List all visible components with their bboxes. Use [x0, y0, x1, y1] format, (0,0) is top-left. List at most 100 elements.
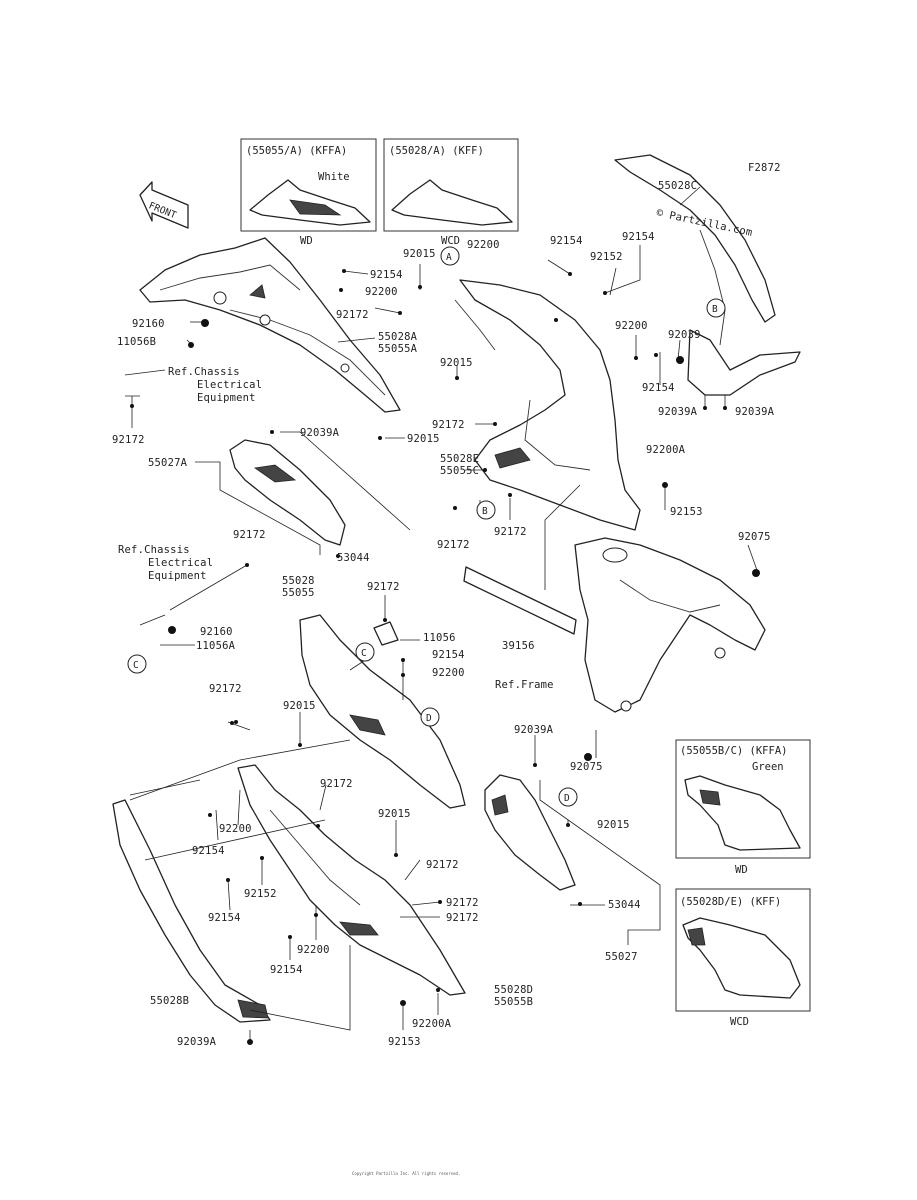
- upper-left-cowl: [139, 237, 401, 413]
- part-label: 55028B: [150, 995, 189, 1007]
- part-labels: 55028C 92200 92154 92154 92015 92152 921…: [112, 180, 775, 1048]
- part-label: 55028A: [378, 331, 418, 343]
- part-label: 55027: [605, 951, 638, 963]
- part-label: 92039A: [735, 406, 775, 418]
- inset-code: WCD: [730, 1016, 749, 1028]
- part-label: 92153: [388, 1036, 421, 1048]
- frame-structure: [574, 537, 766, 713]
- part-label: 92015: [403, 248, 436, 260]
- svg-text:Ref.Chassis: Ref.Chassis: [118, 544, 190, 556]
- ref-frame-note: Ref.Frame: [495, 679, 554, 691]
- part-label: 92154: [192, 845, 225, 857]
- inset-code: WD: [735, 864, 748, 876]
- copyright-notice: Copyright Partzilla Inc. All rights rese…: [352, 1171, 460, 1176]
- part-label: 92015: [440, 357, 473, 369]
- svg-text:D: D: [564, 793, 570, 804]
- part-label: 92200: [297, 944, 330, 956]
- inset-code: WD: [300, 235, 313, 247]
- part-label: 92153: [670, 506, 703, 518]
- part-label: 55055B: [494, 996, 533, 1008]
- ref-marker-d: D: [420, 707, 440, 727]
- ref-marker-c2: C: [355, 642, 375, 662]
- ref-marker-c: C: [127, 654, 147, 674]
- part-label: 92154: [370, 269, 403, 281]
- part-label: 92039A: [177, 1036, 217, 1048]
- right-top-cowl: © Partzilla.com: [614, 154, 801, 396]
- part-label: 92015: [283, 700, 316, 712]
- part-label: 92200: [615, 320, 648, 332]
- figure-code: F2872: [748, 162, 781, 174]
- part-label: 92200: [365, 286, 398, 298]
- part-label: 92172: [367, 581, 400, 593]
- part-label: 92015: [378, 808, 411, 820]
- inset-code: WCD: [441, 235, 460, 247]
- long-lower-strip: [112, 799, 271, 1023]
- fastener-dots: [130, 269, 760, 1045]
- part-label: 92172: [426, 859, 459, 871]
- part-label: 92152: [590, 251, 623, 263]
- svg-text:Equipment: Equipment: [148, 570, 207, 582]
- inset-color: Green: [752, 761, 784, 773]
- part-label: 92154: [432, 649, 465, 661]
- svg-text:Ref.Chassis: Ref.Chassis: [168, 366, 240, 378]
- part-label: 92200: [219, 823, 252, 835]
- inner-panel-55027A: [229, 439, 346, 546]
- inner-panel-55027: [484, 774, 576, 891]
- part-label: 92160: [200, 626, 233, 638]
- lower-front-cowl: [237, 764, 466, 996]
- ref-marker-b: B: [706, 298, 726, 318]
- part-label: 92039A: [514, 724, 554, 736]
- part-label: 55055: [282, 587, 315, 599]
- part-label: 92039A: [658, 406, 698, 418]
- svg-text:D: D: [426, 713, 432, 724]
- part-label: 55028D: [494, 984, 533, 996]
- svg-text:Equipment: Equipment: [197, 392, 256, 404]
- svg-text:Electrical: Electrical: [148, 557, 213, 569]
- part-label: 92154: [208, 912, 241, 924]
- part-label: 92172: [437, 539, 470, 551]
- part-label: 92039A: [300, 427, 340, 439]
- part-label: 55055C: [440, 465, 479, 477]
- inset-variant: (55028D/E) (KFF): [680, 896, 781, 908]
- ref-marker-a: A: [440, 246, 460, 266]
- part-label: 55028E: [440, 453, 479, 465]
- part-label: 39156: [502, 640, 535, 652]
- part-label: 55027A: [148, 457, 188, 469]
- svg-text:Electrical: Electrical: [197, 379, 262, 391]
- svg-text:B: B: [712, 304, 718, 315]
- part-label: 92200A: [646, 444, 686, 456]
- inset-kffa-white: (55055/A) (KFFA) White WD: [240, 138, 377, 247]
- part-label: 92200: [432, 667, 465, 679]
- part-label: 92075: [738, 531, 771, 543]
- part-label: 11056: [423, 632, 456, 644]
- lower-middle-cowl: [299, 614, 466, 809]
- part-label: 55028C: [658, 180, 697, 192]
- part-label: 92039: [668, 329, 701, 341]
- svg-text:C: C: [133, 660, 139, 671]
- part-label: 92172: [112, 434, 145, 446]
- part-label: 92015: [597, 819, 630, 831]
- inset-kff: (55028/A) (KFF) WCD: [383, 138, 519, 247]
- part-label: 92200A: [412, 1018, 452, 1030]
- part-label: 92172: [446, 912, 479, 924]
- part-label: 55055A: [378, 343, 418, 355]
- part-label: 53044: [608, 899, 641, 911]
- inset-color: White: [318, 171, 350, 183]
- part-label: 92172: [432, 419, 465, 431]
- part-label: 55028: [282, 575, 315, 587]
- ref-chassis-note-1: Ref.Chassis Electrical Equipment: [168, 366, 262, 404]
- part-label: 53044: [337, 552, 370, 564]
- svg-text:A: A: [446, 252, 452, 263]
- leader-lines: [124, 186, 759, 1040]
- part-label: 92152: [244, 888, 277, 900]
- part-label: 92154: [622, 231, 655, 243]
- ref-marker-d2: D: [558, 787, 578, 807]
- inset-kff-bottom: (55028D/E) (KFF) WCD: [675, 888, 811, 1028]
- part-label: 92015: [407, 433, 440, 445]
- part-label: 92172: [446, 897, 479, 909]
- inset-variant: (55055B/C) (KFFA): [680, 745, 787, 757]
- part-label: 92172: [494, 526, 527, 538]
- part-label: 92172: [336, 309, 369, 321]
- part-label: 92154: [642, 382, 675, 394]
